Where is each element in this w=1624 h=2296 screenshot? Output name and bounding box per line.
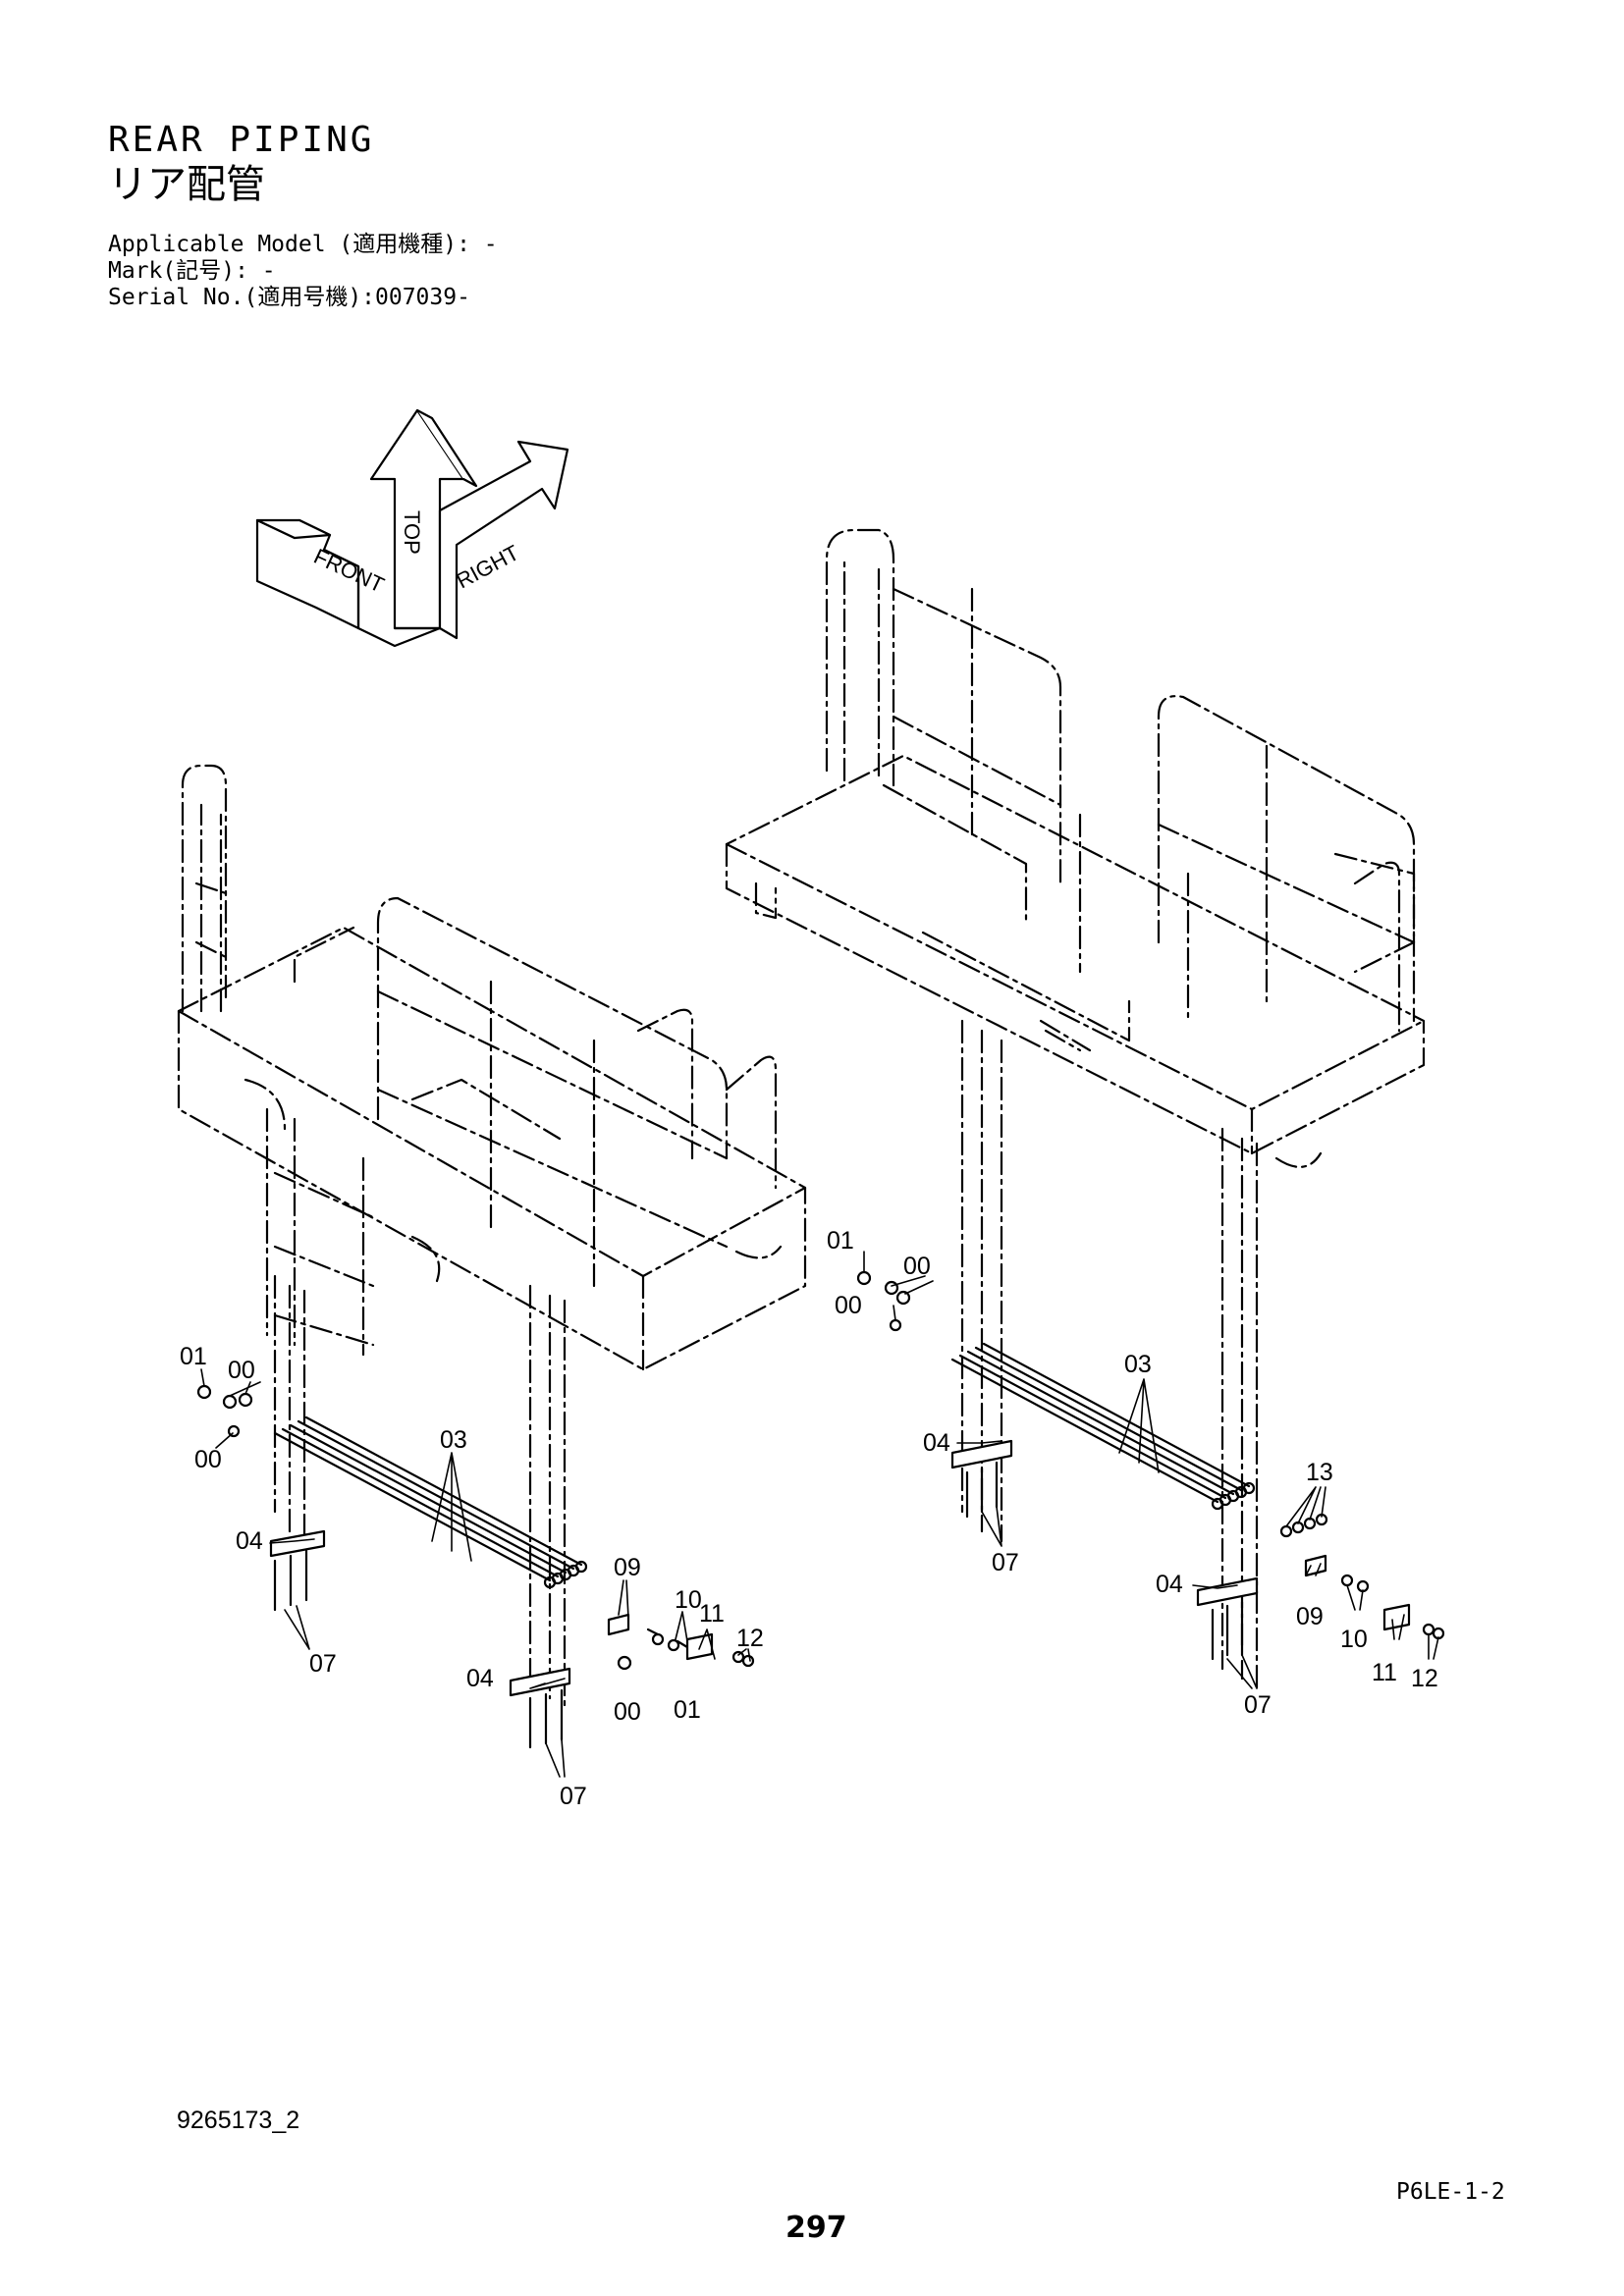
orientation-label-right: RIGHT	[453, 540, 523, 593]
applicability-info: Applicable Model (適用機種): - Mark(記号): - S…	[108, 232, 498, 311]
callouts-right: 01 00 00 03 04 07 13 04 09 10 11 12 07	[827, 1227, 1438, 1719]
callout-11-right: 11	[1372, 1659, 1397, 1686]
orientation-label-top: TOP	[400, 510, 424, 555]
callout-00-left-c: 00	[614, 1698, 641, 1726]
callout-00-right-b: 00	[835, 1292, 862, 1319]
page-number: 297	[785, 2211, 847, 2245]
page-title-japanese: リア配管	[108, 162, 265, 207]
left-platform-assembly	[177, 764, 807, 1710]
right-pipe-bundle	[856, 1270, 1445, 1661]
callout-07-right-b: 07	[1244, 1691, 1272, 1719]
callout-01-left-a: 01	[180, 1343, 207, 1370]
callout-04-left-a: 04	[236, 1527, 263, 1555]
callout-07-left-a: 07	[309, 1650, 337, 1678]
callout-13-right: 13	[1306, 1459, 1333, 1486]
callout-04-right-b: 04	[1156, 1571, 1183, 1598]
applicable-model: Applicable Model (適用機種): -	[108, 232, 498, 257]
callout-03-left: 03	[440, 1426, 467, 1454]
leader-lines	[200, 1251, 1439, 1778]
callout-12-right: 12	[1411, 1665, 1438, 1692]
serial-number: Serial No.(適用号機):007039-	[108, 285, 470, 310]
callouts-left: 01 00 00 03 04 07 09 10 11 12 04 00 01 0…	[180, 1343, 764, 1810]
callout-03-right: 03	[1124, 1351, 1152, 1378]
mark: Mark(記号): -	[108, 258, 276, 284]
callout-01-left-b: 01	[674, 1696, 701, 1724]
right-platform-assembly	[725, 528, 1426, 1690]
left-pipe-bundle	[196, 1384, 755, 1749]
callout-00-left-b: 00	[194, 1446, 222, 1473]
callout-11-left: 11	[699, 1600, 725, 1628]
callout-01-right: 01	[827, 1227, 854, 1255]
callout-00-left-a: 00	[228, 1357, 255, 1384]
document-id: 9265173_2	[177, 2107, 300, 2134]
header: REAR PIPING リア配管 Applicable Model (適用機種)…	[108, 120, 498, 311]
callout-09-left: 09	[614, 1554, 641, 1581]
callout-09-right: 09	[1296, 1603, 1324, 1630]
callout-07-left-b: 07	[560, 1783, 587, 1810]
callout-12-left: 12	[736, 1625, 764, 1652]
sheet-code: P6LE-1-2	[1396, 2179, 1505, 2205]
callout-07-right-a: 07	[992, 1549, 1019, 1576]
callout-10-left: 10	[675, 1586, 702, 1614]
callout-04-left-b: 04	[466, 1665, 494, 1692]
callout-10-right: 10	[1340, 1626, 1368, 1653]
callout-00-right-a: 00	[903, 1253, 931, 1280]
callout-04-right-a: 04	[923, 1429, 950, 1457]
page-title: REAR PIPING	[108, 120, 375, 160]
orientation-indicator: FRONT TOP RIGHT	[255, 408, 569, 648]
